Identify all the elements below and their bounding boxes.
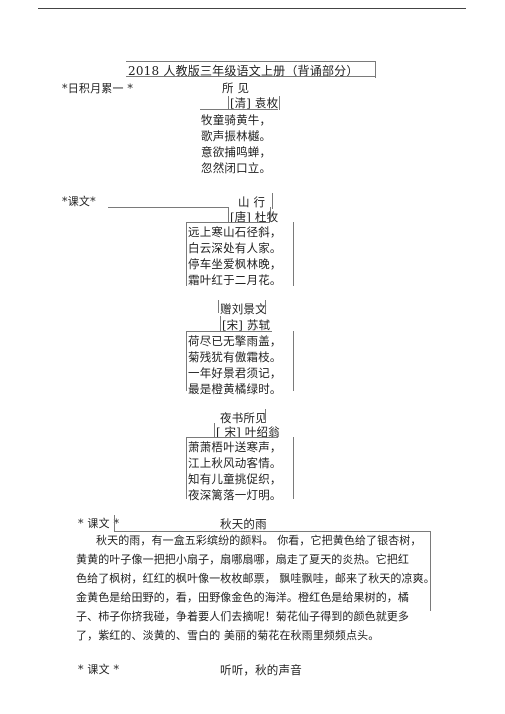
poem-4-line-2: 江上秋风动客情。	[188, 456, 282, 470]
poem-4-rule-left	[214, 423, 215, 438]
poem-3-title: 赠刘景文	[220, 302, 267, 316]
prose-line-6: 了，紫红的、淡黄的、雪白的 美丽的菊花在秋雨里频频点头。	[76, 629, 380, 642]
prose-line-1: 秋天的雨，有一盒五彩缤纷的颜料。 你看，它把黄色给了银杏树，	[96, 534, 422, 547]
prose-line-4: 金黄色是给田野的，看，田野像金色的海洋。橙红色是给果树的，橘	[76, 591, 409, 604]
poem-2-label-rule	[108, 207, 228, 208]
poem-4-line-1: 萧萧梧叶送寒声，	[188, 440, 282, 454]
poem-1-line-3: 意欲捕鸣蝉，	[201, 145, 272, 159]
title-box-top	[126, 61, 376, 62]
section-label-text-3: * 课文 *	[78, 663, 120, 676]
poem-2-rule-right	[270, 207, 271, 222]
poem-3-line-4: 最是橙黄橘绿时。	[188, 382, 282, 396]
poem-4-box-right	[293, 437, 294, 499]
top-rule	[38, 8, 466, 9]
poem-4-title: 夜书所见	[220, 411, 267, 425]
poem-3-box-left	[186, 331, 187, 391]
poem-2-rule-under	[186, 222, 270, 223]
poem-4-author: [ 宋] 叶绍翁	[216, 425, 280, 439]
poem-4-rule-under	[186, 437, 278, 438]
section-label-accumulation: *日积月累一 *	[62, 82, 134, 95]
poem-4-box-left	[186, 437, 187, 499]
poem-1-rule-under	[200, 109, 278, 110]
poem-2-box-right	[293, 222, 294, 286]
poem-3-line-2: 菊残犹有傲霜枝。	[188, 350, 282, 364]
poem-2-box-left	[186, 222, 187, 286]
poem-3-line-3: 一年好景君须记，	[188, 366, 282, 380]
prose-line-5: 子、柿子你挤我碰，争着要人们去摘呢！菊花仙子得到的颜色就更多	[76, 610, 409, 623]
poem-1-line-4: 忽然闭口立。	[201, 161, 272, 175]
poem-1-line-1: 牧童骑黄牛，	[201, 113, 272, 127]
poem-2-line-3: 停车坐爱枫林晚，	[188, 257, 282, 271]
poem-3-rule-left	[220, 316, 221, 332]
prose-title: 秋天的雨	[220, 517, 267, 531]
poem-4-title-rule-right	[265, 409, 266, 422]
prose-rule-top	[114, 531, 430, 532]
poem-3-author: [宋] 苏轼	[222, 318, 271, 332]
poem-2-title-rule	[272, 193, 273, 209]
poem-4-line-4: 夜深篱落一灯明。	[188, 488, 282, 502]
poem-3-line-1: 荷尽已无擎雨盖，	[188, 334, 282, 348]
title-box-right	[375, 61, 376, 78]
title-box-bottom	[126, 76, 375, 77]
poem-4-line-3: 知有儿童挑促织，	[188, 472, 282, 486]
poem-1-rule-right	[279, 96, 280, 110]
poem-1-author: [清] 袁枚	[230, 96, 279, 110]
poem-1-line-2: 歌声振林樾。	[201, 129, 272, 143]
section-label-text-2: * 课文 *	[78, 517, 120, 530]
poem-2-title: 山 行	[238, 195, 266, 209]
prose-rule-right	[430, 531, 431, 611]
poem-2-line-1: 远上寒山石径斜，	[188, 225, 282, 239]
poem-1-title: 所 见	[222, 81, 250, 95]
prose-line-3: 色给了枫树，红红的枫叶像一枚枚邮票， 飘哇飘哇，邮来了秋天的凉爽。	[76, 572, 435, 585]
poem-3-box-right	[293, 331, 294, 391]
section-label-text-1: *课文*	[62, 195, 96, 208]
prose-rule-left	[114, 515, 115, 532]
poem-3-title-rule-right	[265, 300, 266, 313]
prose-line-2: 黄黄的叶子像一把把小扇子，扇哪扇哪，扇走了夏天的炎热。它把红	[76, 553, 409, 566]
next-section-title: 听听，秋的声音	[220, 663, 302, 677]
poem-3-rule-under	[186, 331, 272, 332]
poem-2-author: [唐] 杜牧	[230, 210, 279, 224]
poem-2-rule-left	[228, 207, 229, 222]
poem-2-line-2: 白云深处有人家。	[188, 241, 282, 255]
poem-1-rule-left	[228, 96, 229, 110]
poem-3-title-rule-left	[218, 300, 219, 313]
poem-2-line-4: 霜叶红于二月花。	[188, 273, 282, 287]
page-title: 2018 人教版三年级语文上册（背诵部分）	[128, 64, 359, 78]
